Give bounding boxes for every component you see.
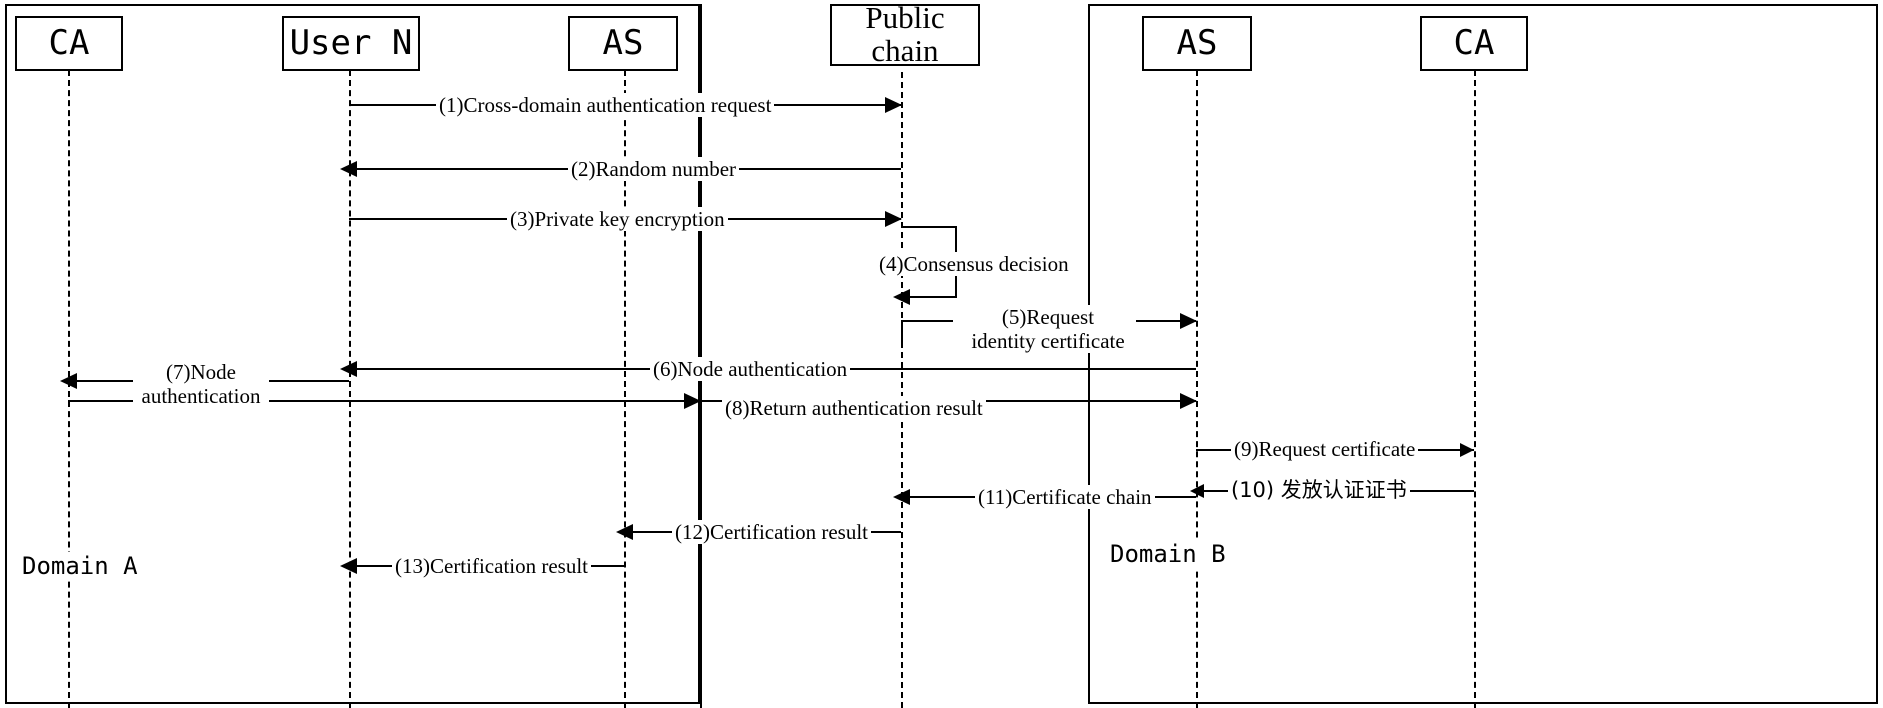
participant-label: AS xyxy=(1176,22,1218,63)
domain-a-frame xyxy=(5,4,700,704)
message-3-arrowhead xyxy=(885,211,902,227)
message-8-arrowhead-mid xyxy=(684,393,701,409)
participant-as-a[interactable]: AS xyxy=(568,16,678,71)
message-12-label: (12)Certification result xyxy=(672,520,872,545)
participant-label-line2: chain xyxy=(871,33,939,68)
message-4-arrowhead xyxy=(893,289,910,305)
message-7-arrowhead xyxy=(60,373,77,389)
message-5-label-line2: identity certificate xyxy=(971,329,1125,354)
message-7-label: (7)Node authentication xyxy=(133,360,269,409)
participant-label: CA xyxy=(1453,22,1495,63)
activation-bar-as-a xyxy=(700,4,702,708)
message-5-arrowhead xyxy=(1180,313,1197,329)
message-10-arrowhead xyxy=(1190,484,1204,498)
lifeline-ca-a xyxy=(68,70,70,708)
message-4-bottom-line xyxy=(901,296,957,298)
message-4-top-line xyxy=(901,226,957,228)
participant-ca-b[interactable]: CA xyxy=(1420,16,1528,71)
message-5-label-line1: (5)Request xyxy=(1001,305,1095,329)
message-12-arrowhead xyxy=(616,524,633,540)
message-11-arrowhead xyxy=(893,489,910,505)
message-7-label-line2: authentication xyxy=(141,384,261,409)
message-5-line xyxy=(1130,320,1196,322)
message-8-arrowhead xyxy=(1180,393,1197,409)
message-13-arrowhead xyxy=(340,558,357,574)
participant-label: User N xyxy=(289,22,413,63)
message-5-stub-edge xyxy=(901,320,903,344)
message-1-label: (1)Cross-domain authentication request xyxy=(436,93,775,118)
lifeline-ca-b xyxy=(1474,70,1476,708)
message-9-label: (9)Request certificate xyxy=(1231,437,1419,462)
message-2-label: (2)Random number xyxy=(568,157,740,182)
lifeline-user-n xyxy=(349,70,351,708)
domain-b-label: Domain B xyxy=(1108,540,1228,568)
participant-ca-a[interactable]: CA xyxy=(15,16,123,71)
message-6-arrowhead xyxy=(340,361,357,377)
participant-public-chain[interactable]: Public chain xyxy=(830,0,980,68)
message-4-label: (4)Consensus decision xyxy=(876,252,1072,277)
domain-a-label: Domain A xyxy=(20,552,140,580)
message-6-label: (6)Node authentication xyxy=(650,357,851,382)
participant-label: CA xyxy=(48,22,90,63)
message-10-label: (10) 发放认证证书 xyxy=(1228,478,1410,503)
lifeline-as-b xyxy=(1196,70,1198,708)
participant-label-line1: Public xyxy=(865,0,945,36)
message-8-line xyxy=(68,400,1196,402)
participant-user-n[interactable]: User N xyxy=(282,16,420,71)
message-8-label: (8)Return authentication result xyxy=(722,396,986,421)
message-3-label: (3)Private key encryption xyxy=(507,207,728,232)
message-1-arrowhead xyxy=(885,97,902,113)
message-5-stub-line xyxy=(901,320,953,322)
message-2-arrowhead xyxy=(340,161,357,177)
domain-b-frame xyxy=(1088,4,1878,704)
message-9-arrowhead xyxy=(1460,443,1474,457)
participant-label: AS xyxy=(602,22,644,63)
activation-bar-as-b xyxy=(1088,330,1090,490)
message-7-label-line1: (7)Node xyxy=(166,360,236,384)
participant-as-b[interactable]: AS xyxy=(1142,16,1252,71)
lifeline-as-a xyxy=(624,70,626,708)
message-13-label: (13)Certification result xyxy=(392,554,592,579)
message-5-label: (5)Request identity certificate xyxy=(960,305,1136,354)
message-11-label: (11)Certificate chain xyxy=(975,485,1155,510)
lifeline-public-chain xyxy=(901,72,903,708)
